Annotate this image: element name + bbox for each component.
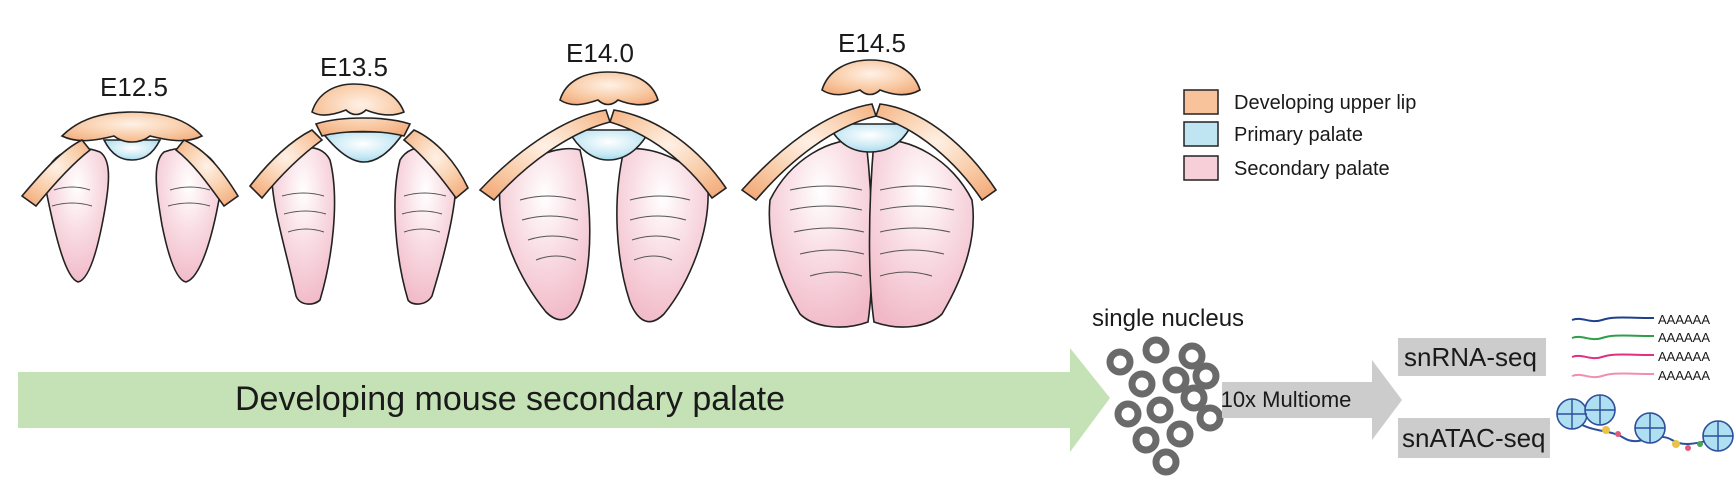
legend-swatch-secondary-palate: [1183, 155, 1219, 181]
nucleus-icon: [1132, 426, 1160, 454]
stage-label-e14-5: E14.5: [838, 28, 906, 58]
legend-swatch-primary-palate: [1183, 121, 1219, 147]
polya-tail-3: AAAAAA: [1658, 349, 1710, 364]
palate-ridges-e13-5: [281, 192, 447, 233]
upper-lip: [60, 111, 204, 143]
lip-arm-left: [248, 129, 324, 200]
rna-transcript-line: [1571, 334, 1655, 341]
secondary-palate-left: [768, 138, 874, 328]
lip-arm-right: [608, 109, 728, 200]
lip-arm-right: [174, 139, 240, 208]
nucleus-icon: [1106, 348, 1134, 376]
secondary-palate-left: [271, 146, 336, 305]
nucleus-icon: [1180, 384, 1208, 412]
nucleus-icon: [1166, 420, 1194, 448]
lip-arm-right: [874, 103, 998, 202]
secondary-palate-left: [498, 147, 591, 321]
rna-transcripts: [1571, 316, 1655, 379]
palate-ridges-e14-5: [789, 185, 955, 277]
secondary-palate-right: [868, 138, 975, 328]
legend-label-secondary-palate: Secondary palate: [1234, 158, 1390, 180]
stage-label-e13-5: E13.5: [320, 52, 388, 82]
nucleus-cluster: [1106, 336, 1224, 476]
transposase-markers: [1602, 426, 1703, 451]
single-nucleus-label: single nucleus: [1092, 305, 1244, 332]
upper-lip: [311, 83, 412, 137]
snrna-seq-box: [1398, 338, 1546, 376]
nucleus-icon: [1128, 370, 1156, 398]
rna-transcript-line: [1571, 372, 1655, 379]
stage-e13-5-illustration: [248, 83, 469, 305]
polya-tail-2: AAAAAA: [1658, 330, 1710, 345]
nucleus-icon: [1196, 404, 1224, 432]
lip-arm-left: [20, 138, 92, 208]
nucleus-icon: [1192, 362, 1220, 390]
upper-lip: [821, 59, 921, 96]
lip-arm-right: [402, 129, 469, 200]
stage-label-e14-0: E14.0: [566, 38, 634, 68]
nucleus-icon: [1142, 336, 1170, 364]
palate-ridges-e14-0: [519, 195, 691, 261]
legend-label-primary-palate: Primary palate: [1234, 124, 1363, 146]
rna-transcript-line: [1571, 316, 1655, 323]
nucleus-icon: [1152, 448, 1180, 476]
nucleus-icon: [1146, 396, 1174, 424]
snatac-seq-label: snATAC-seq: [1402, 423, 1546, 453]
stage-e12-5-illustration: [20, 111, 240, 283]
palate-ridges-e12-5: [51, 186, 211, 207]
snrna-seq-label: snRNA-seq: [1404, 342, 1537, 372]
multiome-arrow: [1222, 360, 1402, 440]
multiome-label: 10x Multiome: [1221, 387, 1352, 412]
chromatin-icon: [1556, 394, 1734, 452]
snatac-seq-box: [1398, 418, 1550, 458]
nucleus-icon: [1178, 342, 1206, 370]
lip-arm-left: [478, 109, 612, 202]
primary-palate: [320, 131, 406, 163]
legend: Developing upper lip Primary palate Seco…: [1183, 89, 1416, 181]
nucleus-icon: [1162, 366, 1190, 394]
stage-label-e12-5: E12.5: [100, 72, 168, 102]
stage-e14-5-illustration: [740, 59, 998, 328]
stage-e14-0-illustration: [478, 71, 728, 323]
polya-tail-1: AAAAAA: [1658, 312, 1710, 327]
primary-palate: [102, 139, 162, 161]
polya-tail-4: AAAAAA: [1658, 368, 1710, 383]
primary-palate: [566, 129, 652, 161]
nucleosome-icons: [1556, 394, 1734, 452]
rna-transcript-line: [1571, 353, 1655, 360]
development-arrow-label: Developing mouse secondary palate: [235, 380, 785, 418]
legend-label-upper-lip: Developing upper lip: [1234, 92, 1416, 114]
legend-swatch-upper-lip: [1183, 89, 1219, 115]
nucleus-icon: [1114, 400, 1142, 428]
upper-lip: [559, 71, 659, 106]
primary-palate: [826, 123, 914, 153]
development-arrow: [18, 348, 1110, 452]
